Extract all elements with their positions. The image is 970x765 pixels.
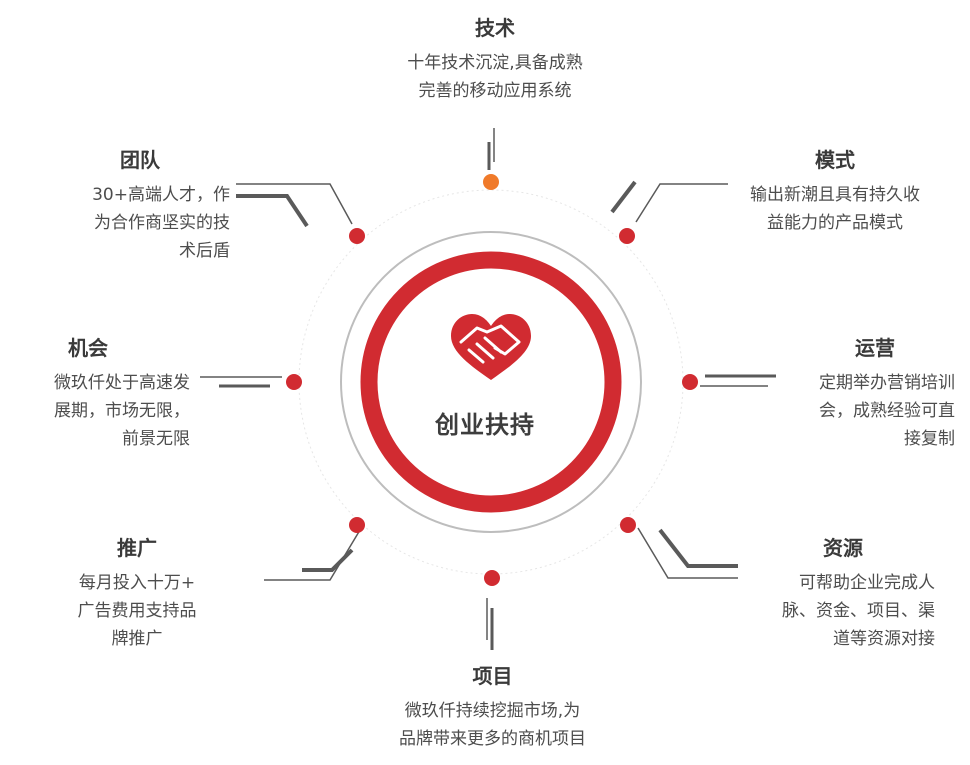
center-title: 创业扶持 xyxy=(435,411,535,439)
ops-dot xyxy=(682,374,698,390)
node-resource-desc: 可帮助企业完成人 脉、资金、项目、渠 道等资源对接 xyxy=(782,573,935,649)
project-dot xyxy=(484,570,500,586)
node-opportunity-title: 机会 xyxy=(68,336,108,360)
node-dots xyxy=(286,174,698,586)
node-project-desc: 微玖仟持续挖掘市场,为 品牌带来更多的商机项目 xyxy=(399,701,586,749)
node-opportunity-desc: 微玖仟处于高速发 展期，市场无限， 前景无限 xyxy=(54,373,190,449)
heart-handshake-icon xyxy=(451,314,531,380)
node-ops-title: 运营 xyxy=(855,336,895,360)
team-dot xyxy=(349,228,365,244)
node-mode: 模式 输出新潮且具有持久收 益能力的产品模式 xyxy=(715,144,955,237)
node-promo: 推广 每月投入十万+ 广告费用支持品 牌推广 xyxy=(52,532,222,653)
node-resource-title: 资源 xyxy=(823,536,863,560)
node-ops-desc: 定期举办营销培训 会，成熟经验可直 接复制 xyxy=(819,373,955,449)
node-project: 项目 微玖仟持续挖掘市场,为 品牌带来更多的商机项目 xyxy=(360,660,625,753)
connector-lines xyxy=(200,128,776,650)
node-team: 团队 30+高端人才，作 为合作商坚实的技 术后盾 xyxy=(50,144,230,265)
resource-dot xyxy=(620,517,636,533)
center-red-ring xyxy=(360,251,622,513)
node-tech-title: 技术 xyxy=(475,16,515,40)
node-promo-title: 推广 xyxy=(117,536,157,560)
node-mode-title: 模式 xyxy=(815,148,855,172)
opportunity-dot xyxy=(286,374,302,390)
mode-dot xyxy=(619,228,635,244)
node-tech: 技术 十年技术沉淀,具备成熟 完善的移动应用系统 xyxy=(365,12,625,105)
node-team-desc: 30+高端人才，作 为合作商坚实的技 术后盾 xyxy=(92,185,230,261)
node-tech-desc: 十年技术沉淀,具备成熟 完善的移动应用系统 xyxy=(407,53,583,101)
node-promo-desc: 每月投入十万+ 广告费用支持品 牌推广 xyxy=(77,573,197,649)
node-opportunity: 机会 微玖仟处于高速发 展期，市场无限， 前景无限 xyxy=(10,332,190,453)
node-project-title: 项目 xyxy=(472,664,513,688)
promo-dot xyxy=(349,517,365,533)
center-inner-fill xyxy=(378,269,604,495)
node-team-title: 团队 xyxy=(120,148,160,172)
inner-gray-ring xyxy=(340,231,642,533)
node-ops: 运营 定期举办营销培训 会，成熟经验可直 接复制 xyxy=(770,332,955,453)
node-resource: 资源 可帮助企业完成人 脉、资金、项目、渠 道等资源对接 xyxy=(735,532,935,653)
tech-dot xyxy=(483,174,499,190)
node-mode-desc: 输出新潮且具有持久收 益能力的产品模式 xyxy=(750,185,920,233)
